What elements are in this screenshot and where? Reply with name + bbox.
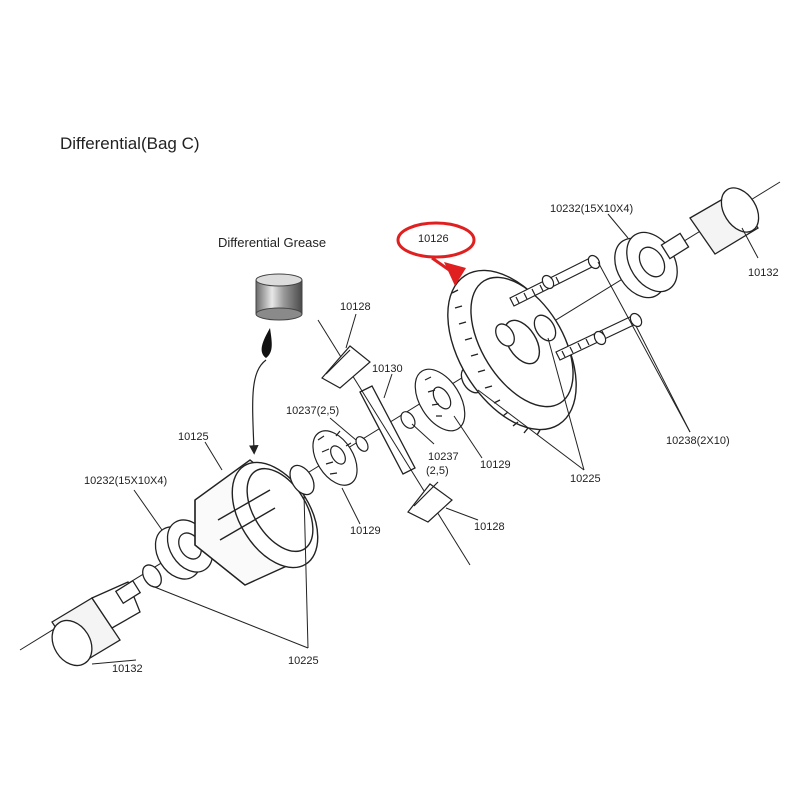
leader-lines [91,213,759,665]
part-label-10237-mid: 10237 [428,451,459,463]
bevel-gear-top [321,345,371,389]
part-label-10238: 10238(2X10) [666,435,730,447]
cross-pin [359,385,416,475]
part-label-10129-left: 10129 [350,525,381,537]
screw-upper [509,254,601,307]
output-cup-left [51,579,142,667]
washer-10237-mid [400,411,416,429]
ring-gear [447,269,577,436]
part-label-10126: 10126 [418,233,449,245]
spider-gear-right [414,368,466,432]
grease-label: Differential Grease [218,235,327,250]
washer-ring-a [533,314,557,342]
part-label-10225-right: 10225 [570,473,601,485]
washer-ring-b [495,323,515,347]
part-label-10128-bottom: 10128 [474,521,505,533]
page-title: Differential(Bag C) [60,134,200,153]
highlight-arrowhead [444,262,466,286]
grease-arrow [249,359,267,455]
part-label-10232-left: 10232(15X10X4) [84,475,168,487]
differential-case [194,459,319,586]
screw-lower [555,312,643,361]
output-cup-right [660,187,760,260]
part-label-10125: 10125 [178,431,209,443]
oring-case [289,464,315,496]
part-label-10225-bottom: 10225 [288,655,319,667]
part-label-10132-left: 10132 [112,663,143,675]
washer-left [142,564,162,588]
part-label-10237-mid-size: (2,5) [426,465,449,477]
part-label-10130: 10130 [372,363,403,375]
part-label-10129-right: 10129 [480,459,511,471]
spider-gear-left [312,430,358,486]
part-label-10132-right: 10132 [748,267,779,279]
part-label-10128-top: 10128 [340,301,371,313]
part-label-10232-top: 10232(15X10X4) [550,203,634,215]
grease-jar [255,273,303,358]
washer-10237-left [355,436,369,452]
highlight-circle [396,221,476,259]
bevel-gear-bottom [407,481,453,523]
part-label-10237-left: 10237(2,5) [286,405,340,417]
